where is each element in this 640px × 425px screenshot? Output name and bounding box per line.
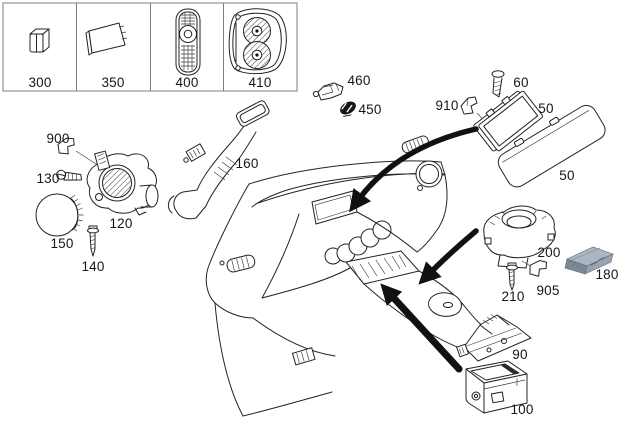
callout-150[interactable]: 150 — [50, 236, 74, 251]
callout-90[interactable]: 90 — [512, 347, 528, 362]
callout-910[interactable]: 910 — [435, 98, 459, 113]
callout-100[interactable]: 100 — [510, 402, 534, 417]
callout-210[interactable]: 210 — [501, 289, 525, 304]
callout-50-trim[interactable]: 50 — [559, 168, 575, 183]
callout-50-display[interactable]: 50 — [538, 101, 554, 116]
clip-icon-900 — [55, 135, 97, 165]
head-unit-box-icon-100 — [465, 360, 528, 414]
callout-410[interactable]: 410 — [248, 75, 272, 90]
tapping-screw-icon-140 — [87, 225, 99, 257]
callout-450[interactable]: 450 — [358, 102, 382, 117]
arrow-to-console-compartment[interactable] — [380, 283, 463, 373]
legend-table — [2, 2, 298, 92]
round-cap-icon-150 — [35, 193, 84, 237]
dual-rotary-speaker-icon — [228, 8, 287, 75]
callout-200[interactable]: 200 — [537, 245, 561, 260]
blower-housing-icon-120 — [86, 150, 159, 216]
callout-905[interactable]: 905 — [536, 283, 560, 298]
callout-120[interactable]: 120 — [109, 216, 133, 231]
arrow-to-console-side[interactable] — [418, 228, 479, 285]
callout-180[interactable]: 180 — [595, 267, 619, 282]
fan-housing-icon-200 — [483, 205, 556, 269]
flat-module-icon — [85, 22, 128, 56]
sensor-connector-icon — [312, 82, 344, 101]
mounting-bracket-icon-90 — [456, 314, 532, 362]
remote-control-icon — [175, 8, 201, 76]
mesh-grommet-icon — [340, 101, 356, 117]
callout-140[interactable]: 140 — [81, 259, 105, 274]
callout-400[interactable]: 400 — [175, 75, 199, 90]
screw-icon-130 — [56, 169, 83, 182]
callout-300[interactable]: 300 — [28, 75, 52, 90]
arrow-to-display-opening[interactable] — [349, 126, 479, 213]
tapping-screw-icon-210 — [506, 262, 518, 291]
callout-60[interactable]: 60 — [513, 75, 529, 90]
screw-icon-60 — [491, 70, 505, 98]
callout-350[interactable]: 350 — [101, 75, 125, 90]
display-panel-icon-50 — [473, 90, 544, 152]
callout-130[interactable]: 130 — [36, 171, 60, 186]
connector-block-icon — [29, 28, 50, 53]
air-duct-icon-160 — [167, 100, 270, 220]
dashboard-illustration — [205, 135, 493, 417]
callout-160[interactable]: 160 — [235, 156, 259, 171]
control-module-icon-180 — [564, 246, 614, 275]
callout-900[interactable]: 900 — [46, 131, 70, 146]
callout-460[interactable]: 460 — [347, 73, 371, 88]
trim-panel-icon-50 — [497, 104, 606, 188]
